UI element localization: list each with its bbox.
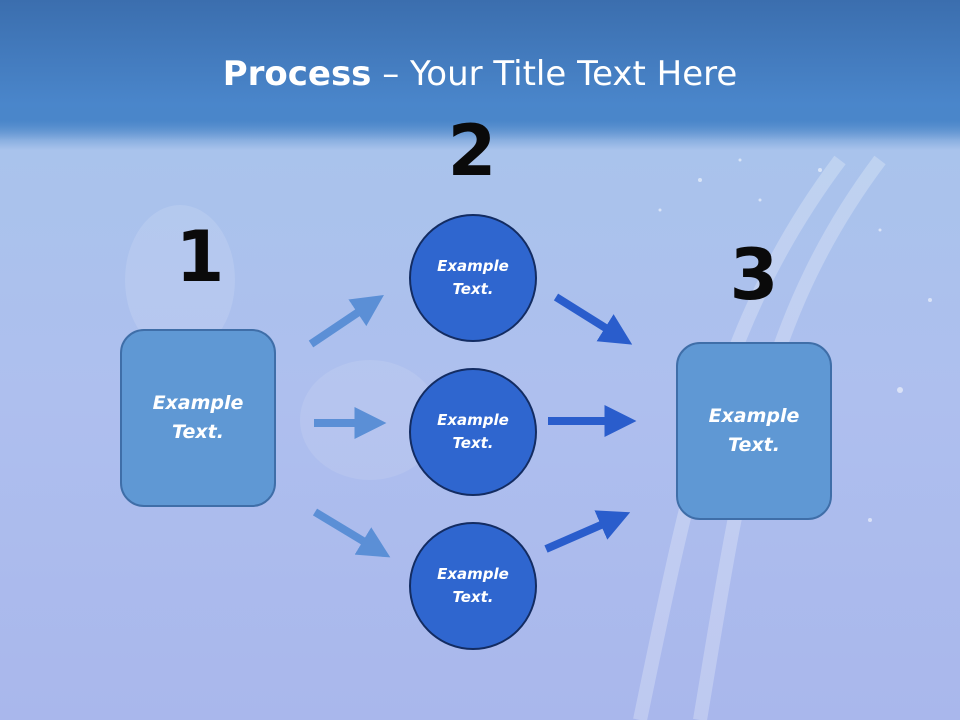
- title-rest: – Your Title Text Here: [371, 54, 738, 94]
- title-bold: Process: [222, 54, 372, 94]
- arrow-box-to-top: [308, 294, 384, 348]
- circle-middle: Example Text.: [409, 368, 537, 496]
- arrow-bottom-to-right: [544, 510, 631, 553]
- header-band: [0, 0, 960, 140]
- circle-top: Example Text.: [409, 214, 537, 342]
- step-number-2: 2: [447, 110, 497, 192]
- circle-middle-text: Example Text.: [437, 411, 509, 452]
- right-box-text: Example Text.: [708, 405, 800, 456]
- page-title: Process – Your Title Text Here: [0, 52, 960, 96]
- step-number-1: 1: [175, 216, 225, 298]
- background-globe: [125, 205, 235, 355]
- left-step-box: Example Text.: [120, 329, 276, 507]
- circle-bottom: Example Text.: [409, 522, 537, 650]
- left-box-text: Example Text.: [152, 392, 244, 443]
- background-sparkles: [658, 158, 932, 522]
- arrow-top-to-right: [553, 293, 633, 345]
- circle-bottom-text: Example Text.: [437, 565, 509, 606]
- circle-top-text: Example Text.: [437, 257, 509, 298]
- arrow-box-to-bottom: [312, 508, 391, 558]
- step-number-3: 3: [729, 234, 779, 316]
- right-step-box: Example Text.: [676, 342, 832, 520]
